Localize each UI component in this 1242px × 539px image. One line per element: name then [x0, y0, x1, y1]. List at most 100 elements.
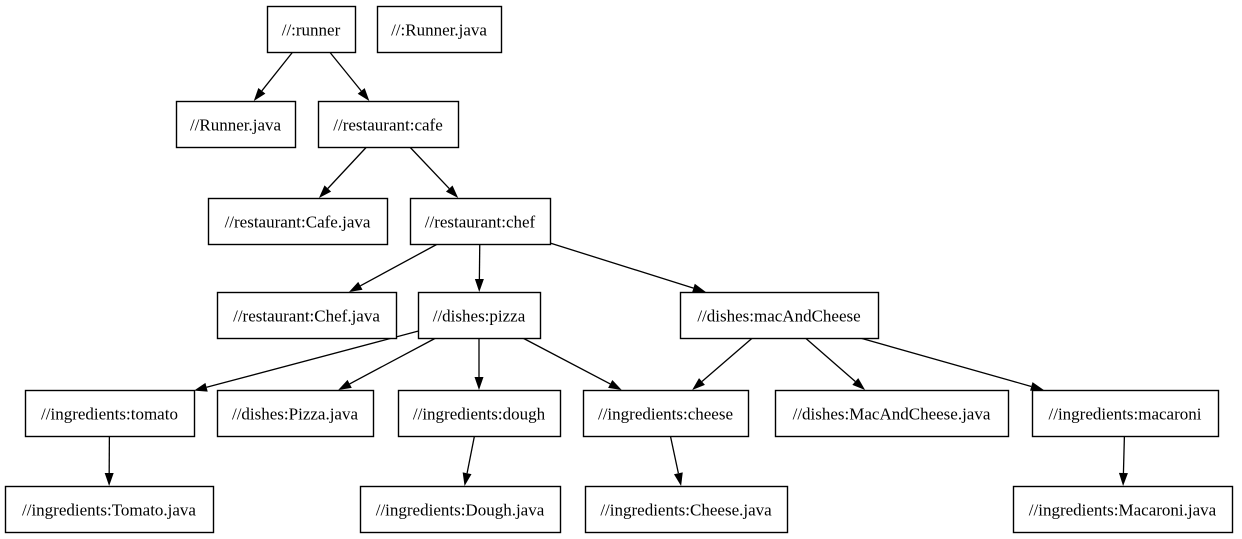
graph-node-label: //dishes:pizza [433, 307, 526, 326]
graph-node-label: //dishes:Pizza.java [232, 405, 359, 424]
edge-arrowhead-icon [104, 472, 114, 486]
graph-node-label: //ingredients:Cheese.java [600, 501, 772, 520]
graph-node-dough: //ingredients:dough [397, 389, 562, 438]
graph-node-label: //restaurant:Chef.java [233, 307, 380, 326]
graph-edge-tomato-to-tomato-java [104, 435, 114, 486]
edge-arrowhead-icon [852, 378, 866, 390]
graph-node-label: //restaurant:cafe [333, 116, 443, 135]
graph-node-label: //dishes:macAndCheese [697, 307, 860, 326]
edge-arrowhead-icon [253, 88, 266, 101]
edge-arrowhead-icon [692, 283, 706, 293]
graph-node-macaroni: //ingredients:macaroni [1031, 389, 1220, 438]
graph-node-runner: //:runner [266, 5, 357, 54]
graph-node-label: //ingredients:Macaroni.java [1029, 501, 1217, 520]
edge-arrowhead-icon [474, 377, 484, 390]
graph-node-box [679, 291, 880, 340]
graph-node-cafe-java: //restaurant:Cafe.java [207, 197, 389, 246]
graph-node-runner-java: //Runner.java [175, 100, 297, 149]
edge-line [701, 337, 753, 382]
graph-node-root-runner-java: //:Runner.java [376, 5, 503, 54]
graph-node-pizza: //dishes:pizza [417, 291, 542, 340]
graph-node-box [1031, 389, 1220, 438]
edge-arrowhead-icon [1118, 472, 1128, 486]
edge-arrowhead-icon [1030, 382, 1044, 391]
edge-line [860, 337, 1032, 388]
edge-arrowhead-icon [338, 379, 352, 390]
graph-node-cafe: //restaurant:cafe [317, 100, 460, 149]
edge-arrowhead-icon [318, 185, 332, 198]
graph-node-label: //restaurant:chef [425, 213, 536, 232]
graph-node-label: //dishes:MacAndCheese.java [793, 405, 991, 424]
graph-node-box [207, 197, 389, 246]
edge-line [466, 435, 476, 474]
graph-node-cheese: //ingredients:cheese [582, 389, 750, 438]
graph-edge-mac-and-cheese-to-cheese [692, 337, 753, 390]
graph-edge-cafe-to-cafe-java [318, 146, 368, 198]
graph-node-box [216, 389, 375, 438]
graph-edge-runner-to-runner-java [253, 51, 294, 101]
edge-arrowhead-icon [692, 378, 705, 390]
graph-node-macaroni-java: //ingredients:Macaroni.java [1012, 485, 1234, 534]
edge-arrowhead-icon [445, 185, 459, 198]
edge-arrowhead-icon [608, 379, 622, 390]
graph-node-tomato-java: //ingredients:Tomato.java [4, 485, 215, 534]
graph-node-chef-java: //restaurant:Chef.java [216, 291, 398, 340]
graph-node-label: //ingredients:macaroni [1049, 405, 1202, 424]
graph-node-label: //ingredients:tomato [41, 405, 178, 424]
edge-arrowhead-icon [194, 382, 208, 392]
graph-node-box [175, 100, 297, 149]
graph-edge-chef-to-pizza [474, 243, 484, 292]
graph-node-label: //restaurant:Cafe.java [225, 213, 371, 232]
graph-node-box [266, 5, 357, 54]
graph-node-box [417, 291, 542, 340]
graph-edge-cafe-to-chef [409, 146, 459, 198]
graph-node-box [216, 291, 398, 340]
edge-line [360, 243, 438, 287]
graph-node-label: //ingredients:dough [413, 405, 546, 424]
graph-node-pizza-java: //dishes:Pizza.java [216, 389, 375, 438]
edge-line [522, 337, 611, 385]
edge-line [1122, 435, 1126, 474]
graph-edge-mac-and-cheese-to-mac-and-cheese-java [804, 337, 866, 390]
graph-node-box [774, 389, 1010, 438]
graph-edge-macaroni-to-macaroni-java [1118, 435, 1128, 486]
graph-edge-pizza-to-pizza-java [338, 337, 437, 390]
graph-node-box [1012, 485, 1234, 534]
graph-edge-mac-and-cheese-to-macaroni [860, 337, 1044, 391]
edge-line [329, 51, 362, 92]
edge-arrowhead-icon [357, 88, 370, 101]
edge-line [349, 337, 437, 385]
graph-edge-cheese-to-cheese-java [669, 435, 683, 486]
graph-edge-pizza-to-dough [474, 338, 484, 390]
graph-node-mac-and-cheese-java: //dishes:MacAndCheese.java [774, 389, 1010, 438]
graph-node-box [24, 389, 196, 438]
graph-node-box [4, 485, 215, 534]
graph-node-tomato: //ingredients:tomato [24, 389, 196, 438]
edge-line [206, 330, 419, 388]
graph-node-cheese-java: //ingredients:Cheese.java [584, 485, 789, 534]
graph-node-label: //Runner.java [190, 116, 282, 135]
graph-node-box [409, 197, 552, 246]
graph-node-label: //ingredients:Tomato.java [22, 501, 196, 520]
graph-node-dough-java: //ingredients:Dough.java [359, 485, 562, 534]
graph-node-box [359, 485, 562, 534]
graph-edge-pizza-to-cheese [522, 337, 622, 390]
graph-edge-pizza-to-tomato [194, 330, 419, 392]
graph-node-box [317, 100, 460, 149]
edge-arrowhead-icon [348, 281, 363, 292]
edge-arrowhead-icon [673, 472, 683, 486]
graph-edge-dough-to-dough-java [462, 435, 476, 486]
edge-line [804, 337, 856, 382]
edge-line [669, 435, 680, 474]
graph-node-chef: //restaurant:chef [409, 197, 552, 246]
edge-arrowhead-icon [474, 278, 484, 292]
graph-node-box [582, 389, 750, 438]
graph-node-mac-and-cheese: //dishes:macAndCheese [679, 291, 880, 340]
graph-node-label: //ingredients:Dough.java [376, 501, 545, 520]
edge-line [549, 242, 694, 289]
edge-line [409, 146, 450, 190]
edge-line [261, 51, 294, 92]
edge-line [327, 146, 368, 189]
